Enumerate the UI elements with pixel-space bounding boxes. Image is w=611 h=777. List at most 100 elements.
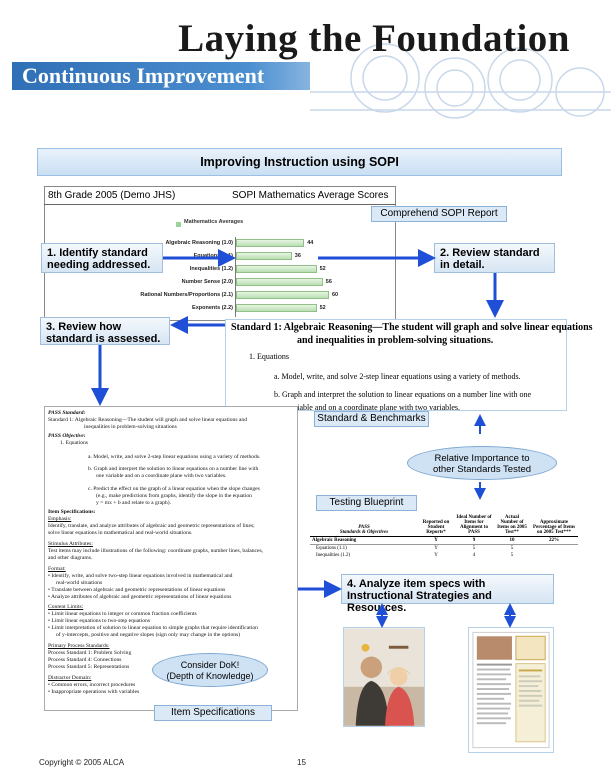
spec-line: Content Limits:: [48, 604, 84, 610]
page-subtitle: Continuous Improvement: [22, 63, 265, 88]
spec-line: • Limit interpretation of solution to li…: [48, 625, 258, 631]
column-header: Approximate Percentage of Items on 2005 …: [530, 498, 578, 537]
spec-line: (e.g., make predictions from graphs, ide…: [96, 493, 252, 499]
spec-line: Process Standard 1: Problem Solving: [48, 650, 132, 656]
column-header-line: PASS: [358, 524, 370, 530]
standard-subitem-b-cont: variable and on a coordinate plane with …: [287, 403, 461, 412]
standard-item: 1. Equations: [249, 352, 289, 361]
standard-box: [225, 319, 567, 411]
step-review-standard: 2. Review standard in detail.: [434, 243, 555, 273]
step-identify-standard: 1. Identify standard needing addressed.: [41, 243, 163, 273]
spec-line: • Analyze attributes of algebraic and ge…: [48, 594, 232, 600]
legend-swatch: [176, 222, 181, 227]
table-cell: 10: [494, 536, 530, 545]
standard-benchmarks-label: Standard & Benchmarks: [314, 411, 429, 427]
spec-line: b. Graph and interpret the solution to l…: [88, 466, 259, 472]
resource-document-thumbnail: [468, 627, 554, 753]
table-cell: 5: [472, 545, 476, 551]
bar-label: Exponents (2.2): [192, 305, 233, 311]
copyright-notice: Copyright © 2005 ALCA: [39, 758, 125, 767]
spec-line: c. Predict the effect on the graph of a …: [88, 486, 260, 492]
table-cell: [530, 544, 578, 552]
chart-axis: [235, 237, 236, 317]
table-cell: [530, 552, 578, 559]
bar-label: Rational Numbers/Proportions (2.1): [140, 292, 233, 298]
relative-line-1: Relative Importance to: [434, 453, 530, 464]
report-divider: [44, 204, 396, 205]
table-cell: 5: [510, 552, 514, 558]
report-left-heading: 8th Grade 2005 (Demo JHS): [48, 190, 176, 201]
table-cell: Y: [418, 536, 454, 545]
bar: [236, 265, 317, 273]
spec-line: real-world situations: [56, 580, 103, 586]
report-right-heading: SOPI Mathematics Average Scores: [232, 190, 389, 201]
standard-subitem-a: a. Model, write, and solve 2-step linear…: [274, 372, 521, 381]
bar-label: Number Sense (2.0): [181, 279, 233, 285]
spec-line: of y-intercepts, positive and negative s…: [56, 632, 241, 638]
column-header: Ideal Number of Items for Alignment to P…: [454, 498, 494, 537]
spec-line: Test items may include illustrations of …: [48, 548, 264, 554]
spec-line: Stimulus Attributes:: [48, 541, 93, 547]
comprehend-label: Comprehend SOPI Report: [371, 206, 507, 222]
column-header-line: Standards & Objectives: [339, 529, 389, 535]
item-specifications-label: Item Specifications: [154, 705, 272, 721]
spec-line: and other diagrams.: [48, 555, 93, 561]
dok-line-2: (Depth of Knowledge): [166, 671, 254, 681]
spec-line: a. Model, write, and solve 2-step linear…: [88, 454, 261, 460]
bar: [236, 252, 292, 260]
spec-line: inequalities in problem-solving situatio…: [84, 424, 177, 430]
step-review-assessment: 3. Review how standard is assessed.: [40, 317, 170, 345]
table-cell: Algebraic Reasoning: [310, 536, 418, 545]
standard-subitem-b: b. Graph and interpret the solution to l…: [274, 390, 532, 399]
bar: [236, 291, 329, 299]
bar-value: 52: [319, 305, 326, 311]
spec-line: Format:: [48, 566, 66, 572]
spec-line: 1. Equations: [60, 440, 88, 446]
table-cell: Equations (1.1): [316, 545, 347, 551]
spec-line: Identify, translate, and analyze attribu…: [48, 523, 255, 529]
testing-blueprint-label: Testing Blueprint: [316, 495, 417, 511]
table-cell: Y: [434, 545, 438, 551]
spec-line: one variable and on a coordinate plane w…: [96, 473, 227, 479]
table-cell: Inequalities (1.2): [316, 552, 351, 558]
bar-label: Equations (1.1): [193, 253, 233, 259]
spec-line: • Translate between algebraic and geomet…: [48, 587, 226, 593]
slide-banner: Improving Instruction using SOPI: [37, 148, 562, 176]
table-row: Equations (1.1) Y 5 5: [310, 544, 578, 552]
bar-value: 56: [325, 279, 332, 285]
spec-line: Standard 1: Algebraic Reasoning—The stud…: [48, 417, 247, 423]
bar-value: 60: [332, 292, 339, 298]
spec-line: solve linear equations in mathematical a…: [48, 530, 193, 536]
subtitle-bar: [12, 62, 310, 90]
table-cell: 4: [472, 552, 476, 558]
spec-line: Item Specifications:: [48, 509, 96, 515]
standard-heading: Standard 1: Algebraic Reasoning—The stud…: [231, 322, 593, 333]
page-number: 15: [297, 758, 306, 767]
spec-line: PASS Objective:: [48, 433, 86, 439]
spec-line: • Limit linear equations to integer or c…: [48, 611, 197, 617]
column-header: Actual Number of Items on 2005 Test**: [494, 498, 530, 537]
spec-line: Distractor Domain:: [48, 675, 92, 681]
page-title: Laying the Foundation: [178, 17, 570, 60]
standard-heading-cont: and inequalities in problem-solving situ…: [297, 335, 494, 346]
column-header: Reported on Student Reports*: [418, 498, 454, 537]
relative-importance-callout: Relative Importance to other Standards T…: [407, 446, 557, 480]
dok-callout: Consider DoK! (Depth of Knowledge): [152, 653, 268, 687]
legend-label: Mathematics Averages: [184, 219, 244, 225]
bar-label: Inequalities (1.2): [189, 266, 233, 272]
bar-label: Algebraic Reasoning (1.0): [165, 240, 233, 246]
bar: [236, 304, 317, 312]
spec-line: Primary Process Standards:: [48, 643, 110, 649]
bar: [236, 278, 323, 286]
bar-value: 36: [294, 253, 301, 259]
spec-line: PASS Standard:: [48, 410, 86, 416]
bar-value: 44: [307, 240, 314, 246]
table-cell: 5: [510, 545, 514, 551]
table-row: Algebraic Reasoning Y 9 10 22%: [310, 536, 578, 545]
step-analyze-specs: 4. Analyze item specs with Instructional…: [341, 574, 554, 614]
bar-value: 52: [319, 266, 326, 272]
spec-line: • Inappropriate operations with variable…: [48, 689, 140, 695]
table-row: Inequalities (1.2) Y 4 5: [310, 552, 578, 559]
spec-line: Process Standard 4: Connections: [48, 657, 122, 663]
relative-line-2: other Standards Tested: [432, 464, 532, 475]
